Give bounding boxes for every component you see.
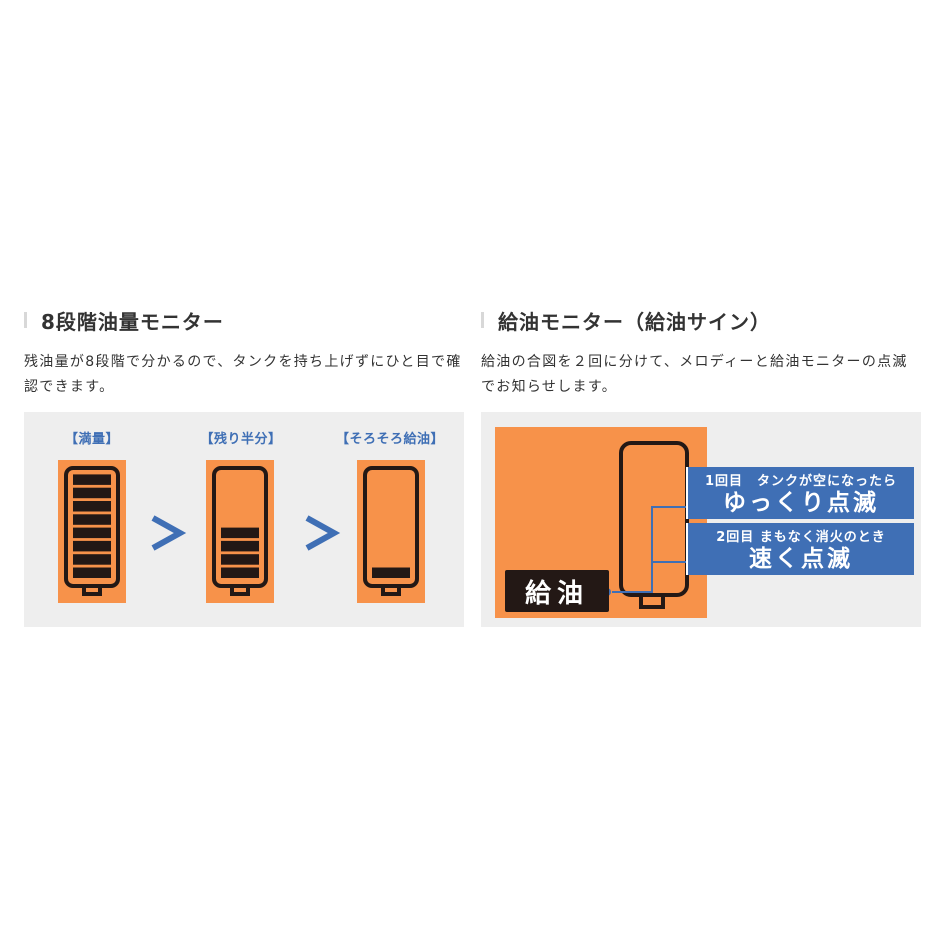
refuel-sign-label: 給油 <box>505 570 609 612</box>
level-label-full: 【満量】 <box>64 432 119 447</box>
level-label-half: 【残り半分】 <box>200 432 282 447</box>
refuel-tank-outline <box>619 441 689 609</box>
notice-first-head: 1回目 タンクが空になったら <box>704 474 898 489</box>
refuel-monitor-title: 給油モニター（給油サイン） <box>481 305 771 335</box>
refuel-monitor-title-text: 給油モニター（給油サイン） <box>498 309 771 334</box>
notice-second-main: 速く点滅 <box>749 546 853 572</box>
title-accent-bar <box>481 312 484 328</box>
notice-second-head: 2回目 まもなく消火のとき <box>716 530 886 545</box>
refuel-monitor-description: 給油の合図を２回に分けて、メロディーと給油モニターの点滅でお知らせします。 <box>481 354 908 395</box>
notice-connector-lines <box>612 506 688 593</box>
oil-level-monitor-title: 8段階油量モニター <box>24 305 224 335</box>
notice-first-main: ゆっくり点滅 <box>723 490 879 516</box>
notice-second-blink: 2回目 まもなく消火のとき 速く点滅 <box>686 523 914 575</box>
notice-first-blink: 1回目 タンクが空になったら ゆっくり点滅 <box>686 467 914 519</box>
title-accent-bar <box>24 312 27 328</box>
level-label-low: 【そろそろ給油】 <box>335 432 444 447</box>
oil-level-monitor-title-text: 8段階油量モニター <box>41 309 224 334</box>
oil-level-monitor-description: 残油量が8段階で分かるので、タンクを持ち上げずにひと目で確認できます。 <box>24 354 462 395</box>
